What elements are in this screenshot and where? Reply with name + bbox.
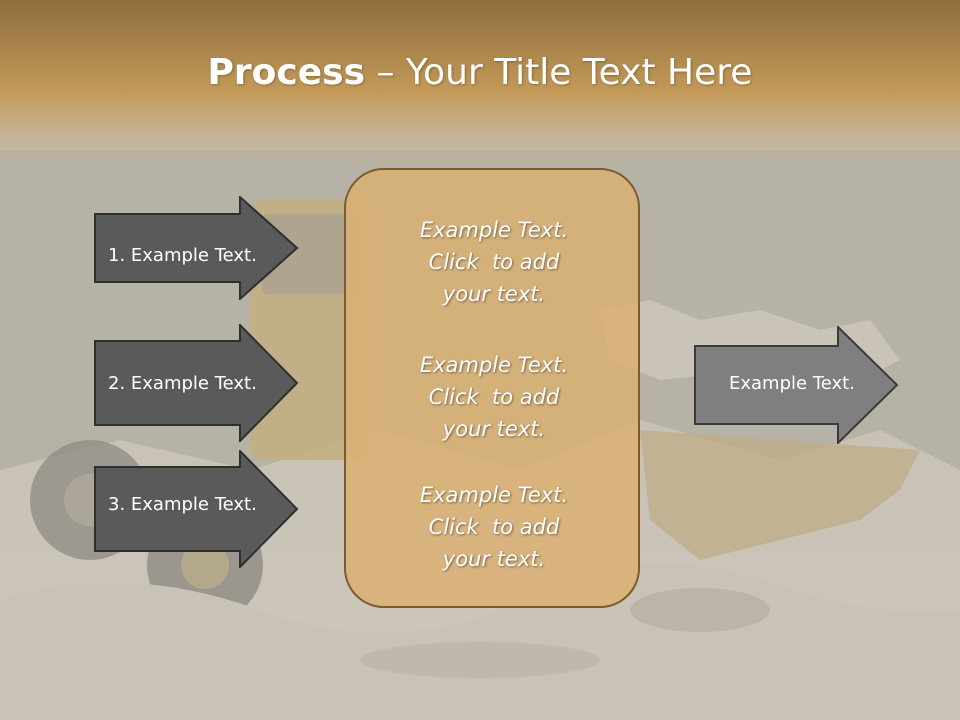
left-arrow-3[interactable] [94, 450, 300, 568]
center-paragraph-1: Example Text. Click to add your text. [346, 214, 642, 310]
para-2-line-2: Click to add [428, 385, 560, 409]
left-arrow-2[interactable] [94, 324, 300, 442]
para-3-line-3: your text. [442, 547, 546, 571]
para-1-line-1: Example Text. [419, 218, 569, 242]
center-paragraph-2: Example Text. Click to add your text. [346, 349, 642, 445]
left-arrow-2-label: 2. Example Text. [108, 373, 257, 394]
title-rest: – Your Title Text Here [365, 52, 753, 93]
right-arrow-label: Example Text. [729, 373, 855, 394]
slide-title[interactable]: Process – Your Title Text Here [0, 52, 960, 93]
para-2-line-3: your text. [442, 417, 546, 441]
center-paragraph-3: Example Text. Click to add your text. [346, 479, 642, 575]
left-arrow-3-label: 3. Example Text. [108, 494, 257, 515]
para-1-line-2: Click to add [428, 250, 560, 274]
para-1-line-3: your text. [442, 282, 546, 306]
right-arrow[interactable] [694, 326, 900, 444]
para-3-line-2: Click to add [428, 515, 560, 539]
center-text-box[interactable]: Example Text. Click to add your text. Ex… [344, 168, 640, 608]
left-arrow-1-label: 1. Example Text. [108, 245, 257, 266]
title-bold-word: Process [207, 52, 366, 93]
left-arrow-1[interactable] [94, 196, 300, 300]
para-3-line-1: Example Text. [419, 483, 569, 507]
para-2-line-1: Example Text. [419, 353, 569, 377]
